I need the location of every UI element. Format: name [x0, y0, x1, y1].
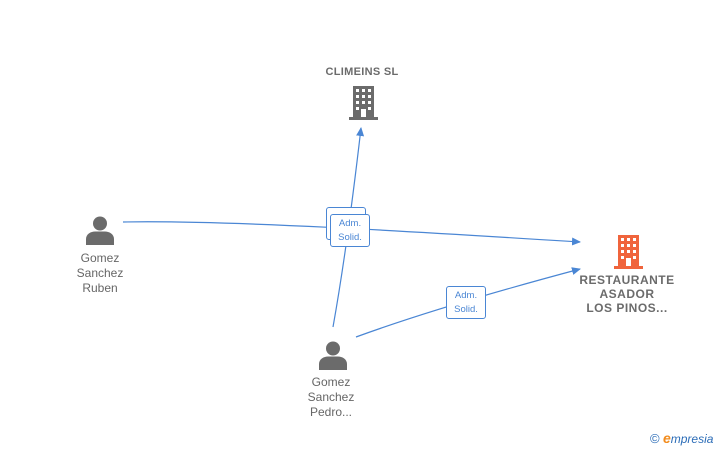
edge-label-line: Solid.: [338, 232, 362, 243]
edge-label-line: Adm.: [454, 290, 478, 301]
company-label-restaurante[interactable]: RESTAURANTE ASADOR LOS PINOS...: [566, 273, 688, 315]
person-label-ruben[interactable]: Gomez Sanchez Ruben: [60, 251, 140, 296]
edge-label-center[interactable]: Adm. Solid.: [330, 214, 370, 247]
label-line: ASADOR: [599, 287, 655, 301]
label-line: Ruben: [82, 281, 118, 295]
label-line: Sanchez: [76, 266, 124, 280]
brand-logo-letter: e: [662, 430, 671, 446]
brand-watermark: © empresia: [650, 430, 713, 446]
label-line: Sanchez: [307, 390, 355, 404]
building-icon[interactable]: [613, 234, 644, 269]
label-line: Gomez: [80, 251, 120, 265]
label-line: Pedro...: [309, 405, 353, 419]
edge-label-line: Solid.: [454, 304, 478, 315]
brand-name: mpresia: [670, 432, 714, 446]
person-icon[interactable]: [318, 340, 348, 370]
person-icon[interactable]: [85, 215, 115, 245]
label-line: Gomez: [311, 375, 351, 389]
company-label-climeins[interactable]: CLIMEINS SL: [325, 66, 399, 78]
building-icon[interactable]: [347, 85, 380, 120]
person-label-pedro[interactable]: Gomez Sanchez Pedro...: [291, 375, 371, 420]
label-line: RESTAURANTE: [579, 273, 675, 287]
edge-label-line: Adm.: [338, 218, 362, 229]
edge-label-right[interactable]: Adm. Solid.: [446, 286, 486, 319]
copyright-symbol: ©: [650, 431, 660, 446]
label-line: LOS PINOS...: [586, 301, 668, 315]
